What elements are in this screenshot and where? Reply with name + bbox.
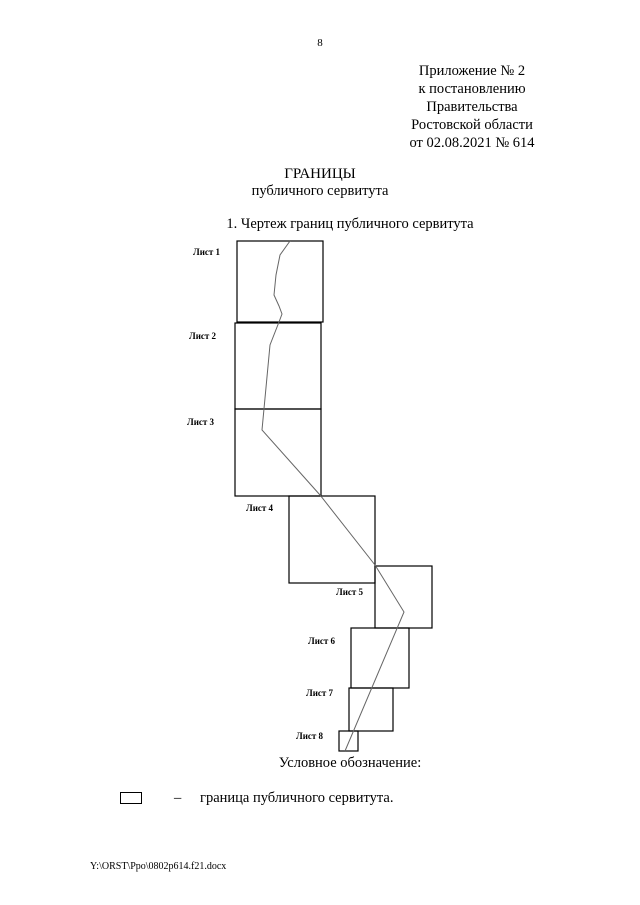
servitude-centerline [261, 240, 405, 752]
drawing-heading: 1. Чертеж границ публичного сервитута [226, 216, 474, 232]
appendix-line-4: Ростовской области [411, 117, 533, 133]
appendix-line-1: Приложение № 2 [418, 63, 526, 79]
sheet-label-2: Лист 2 [189, 331, 217, 341]
sheet-frame-5 [374, 565, 433, 629]
sheet-frame-3 [234, 408, 322, 497]
sheet-label-7: Лист 7 [306, 688, 334, 698]
sheet-label-4: Лист 4 [246, 503, 274, 513]
appendix-line-5: от 02.08.2021 № 614 [409, 135, 535, 151]
sheet-frame-2 [234, 322, 322, 410]
sheet-label-3: Лист 3 [187, 417, 215, 427]
page-number: 8 [317, 37, 323, 49]
appendix-line-2: к постановлению [418, 81, 526, 97]
sheet-frame-8 [338, 730, 359, 752]
sheet-frame-1 [236, 240, 324, 323]
legend-heading: Условное обозначение: [278, 755, 422, 771]
sheet-label-6: Лист 6 [308, 636, 336, 646]
legend-text: граница публичного сервитута. [200, 790, 394, 806]
sheet-label-8: Лист 8 [296, 731, 324, 741]
sheet-frame-6 [350, 627, 410, 689]
legend-dash: – [174, 790, 182, 806]
sheet-frame-4 [288, 495, 376, 584]
document-title: ГРАНИЦЫ [284, 166, 356, 182]
sheet-label-1: Лист 1 [193, 247, 221, 257]
legend-boundary-symbol [120, 792, 142, 804]
document-subtitle: публичного сервитута [251, 183, 389, 199]
appendix-line-3: Правительства [426, 99, 518, 115]
sheet-frame-7 [348, 687, 394, 732]
sheet-label-5: Лист 5 [336, 587, 364, 597]
appendix-block: Приложение № 2 к постановлению Правитель… [362, 62, 582, 152]
footer-file-path: Y:\ORST\Ppo\0802p614.f21.docx [90, 861, 227, 872]
